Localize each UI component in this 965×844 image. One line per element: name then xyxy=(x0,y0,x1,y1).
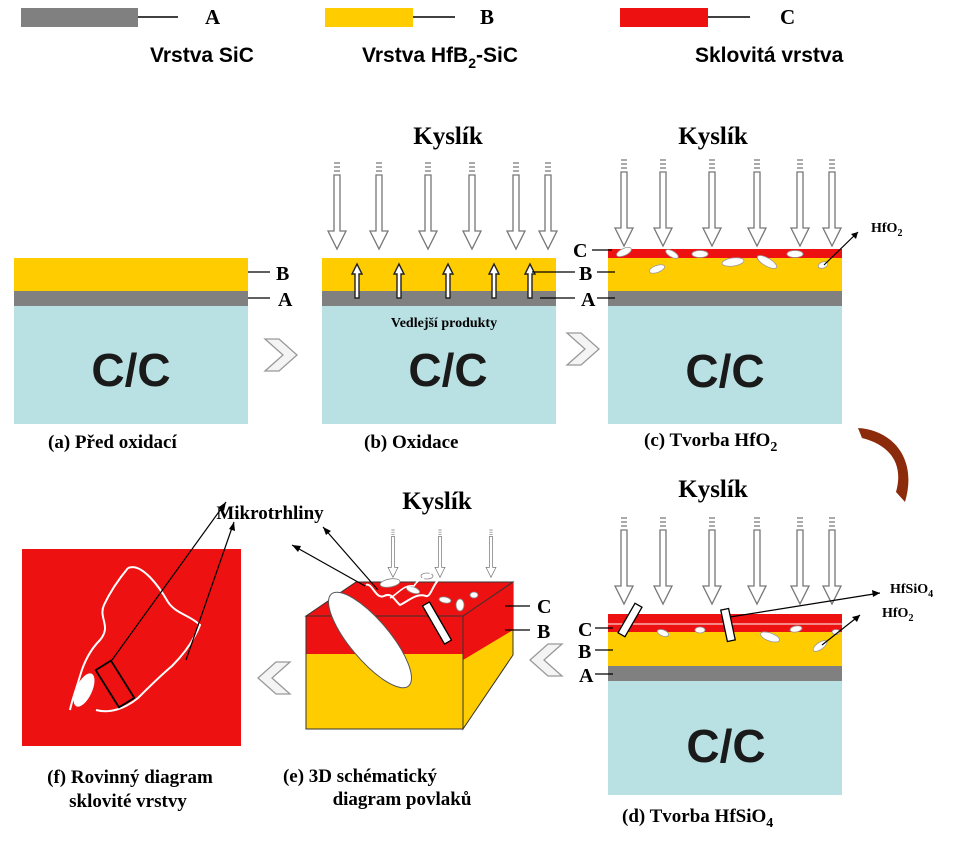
legend-letter-c: C xyxy=(780,5,795,29)
oxygen-arrow-icon xyxy=(369,162,389,250)
panel-c-hfo2-particles xyxy=(616,246,829,274)
panel-d-label-a: A xyxy=(579,665,594,687)
panel-d-hfb2-layer xyxy=(608,632,842,666)
panel-b-label-b: B xyxy=(579,263,592,285)
panel-a-substrate-label: C/C xyxy=(91,344,170,396)
panel-f-caption-line1: (f) Rovinný diagram xyxy=(47,767,213,788)
panel-c-sic-layer xyxy=(608,291,842,306)
panel-b-label-a: A xyxy=(581,289,596,311)
panel-d-oxygen-arrows xyxy=(614,517,842,605)
panel-d-hfsio4-crystals xyxy=(617,602,737,643)
oxygen-arrow-icon xyxy=(327,162,347,250)
legend-label-a: Vrstva SiC xyxy=(150,44,254,67)
panel-b-substrate-label: C/C xyxy=(408,344,487,396)
legend-label-b: Vrstva HfB2-SiC xyxy=(362,44,518,71)
panel-f-microcracks-label: Mikrotrhliny xyxy=(216,503,324,524)
panel-e-oxygen-arrows xyxy=(387,529,497,578)
panel-d-sic-layer xyxy=(608,666,842,681)
panel-f-glass-plane xyxy=(22,549,241,746)
oxygen-arrow-icon xyxy=(485,529,497,578)
panel-b-substrate xyxy=(322,306,556,424)
panel-c-hfo2-label: HfO2 xyxy=(871,221,902,239)
panel-b-oxygen-label: Kyslík xyxy=(413,123,483,150)
oxygen-arrow-icon xyxy=(538,162,558,250)
panel-a-label-b: B xyxy=(276,263,289,285)
panel-c-glass-layer xyxy=(608,249,842,258)
chevron-left-arrow-icon xyxy=(529,643,563,677)
oxygen-arrow-icon xyxy=(702,159,722,247)
oxygen-arrow-icon xyxy=(462,162,482,250)
oxygen-arrow-icon xyxy=(822,159,842,247)
panel-c-substrate-label: C/C xyxy=(685,345,764,397)
panel-a-sic-layer xyxy=(14,291,248,306)
panel-a-hfb2-layer xyxy=(14,258,248,291)
panel-a-substrate xyxy=(14,306,248,424)
panel-d-hfo2-label: HfO2 xyxy=(882,606,913,624)
panel-c-oxygen-label: Kyslík xyxy=(678,123,748,150)
oxygen-arrow-icon xyxy=(653,517,673,605)
curved-arrow-icon xyxy=(858,428,909,502)
panel-f: Mikrotrhliny (f) Rovinný diagram sklovit… xyxy=(22,501,324,812)
panel-f-caption-line2: sklovité vrstvy xyxy=(69,791,187,812)
panel-b: C/C Kyslík Vedlejší produkty B A (b) Oxi… xyxy=(322,123,596,453)
panel-a-label-a: A xyxy=(278,289,293,311)
oxygen-arrow-icon xyxy=(387,529,399,578)
panel-a-caption: (a) Před oxidací xyxy=(48,432,177,453)
panel-e: C B Kyslík (e) 3D schématický diagram po… xyxy=(283,488,551,810)
legend-item-a: A Vrstva SiC xyxy=(21,5,254,67)
chevron-arrow-icon xyxy=(566,332,600,366)
oxygen-arrow-icon xyxy=(614,517,634,605)
panel-e-label-b: B xyxy=(537,621,550,643)
panel-c-oxygen-arrows xyxy=(614,159,842,247)
panel-c: C/C Kyslík C HfO2 (c) Tvorba HfO2 xyxy=(573,123,902,455)
legend-label-c: Sklovitá vrstva xyxy=(695,44,844,67)
oxygen-arrow-icon xyxy=(702,517,722,605)
oxygen-arrow-icon xyxy=(434,529,446,578)
chevron-left-arrow-icon xyxy=(257,661,291,695)
legend-swatch-glass xyxy=(620,8,708,27)
panel-d-caption: (d) Tvorba HfSiO4 xyxy=(622,806,773,831)
panel-d-hfsio4-label: HfSiO4 xyxy=(890,582,933,600)
panel-e-caption-line1: (e) 3D schématický xyxy=(283,766,438,787)
oxygen-arrow-icon xyxy=(614,159,634,247)
panel-d: C/C Kyslík C B A HfSiO4 HfO2 (d) Tvorba … xyxy=(578,476,933,831)
oxygen-arrow-icon xyxy=(418,162,438,250)
panel-a: C/C B A (a) Před oxidací xyxy=(14,258,293,453)
oxygen-arrow-icon xyxy=(747,159,767,247)
panel-b-caption: (b) Oxidace xyxy=(364,432,458,453)
panel-d-label-b: B xyxy=(578,641,591,663)
panel-d-label-c: C xyxy=(578,619,592,641)
legend-swatch-sic xyxy=(21,8,138,27)
oxygen-arrow-icon xyxy=(790,517,810,605)
panel-e-oxygen-label: Kyslík xyxy=(402,488,472,515)
panel-d-hfo2-particles xyxy=(656,625,841,652)
oxygen-arrow-icon xyxy=(822,517,842,605)
panel-e-caption-line2: diagram povlaků xyxy=(333,789,472,810)
panel-c-substrate xyxy=(608,306,842,424)
legend-letter-a: A xyxy=(205,5,221,29)
panel-d-oxygen-label: Kyslík xyxy=(678,476,748,503)
panel-d-substrate xyxy=(608,681,842,795)
oxygen-arrow-icon xyxy=(747,517,767,605)
legend: A Vrstva SiC B Vrstva HfB2-SiC C Sklovit… xyxy=(21,5,844,71)
panel-c-caption: (c) Tvorba HfO2 xyxy=(644,430,777,455)
chevron-arrow-icon xyxy=(264,338,298,372)
panel-b-byproducts-label: Vedlejší produkty xyxy=(391,316,497,331)
panel-c-label-c: C xyxy=(573,240,587,262)
panel-b-sic-layer xyxy=(322,291,556,306)
oxygen-arrow-icon xyxy=(790,159,810,247)
panel-e-label-c: C xyxy=(537,596,551,618)
legend-swatch-hfb2-sic xyxy=(325,8,413,27)
legend-item-c: C Sklovitá vrstva xyxy=(620,5,844,67)
oxygen-arrow-icon xyxy=(653,159,673,247)
legend-item-b: B Vrstva HfB2-SiC xyxy=(325,5,518,71)
oxygen-arrow-icon xyxy=(506,162,526,250)
legend-letter-b: B xyxy=(480,5,494,29)
panel-d-substrate-label: C/C xyxy=(686,720,765,772)
panel-b-oxygen-arrows xyxy=(327,162,558,250)
